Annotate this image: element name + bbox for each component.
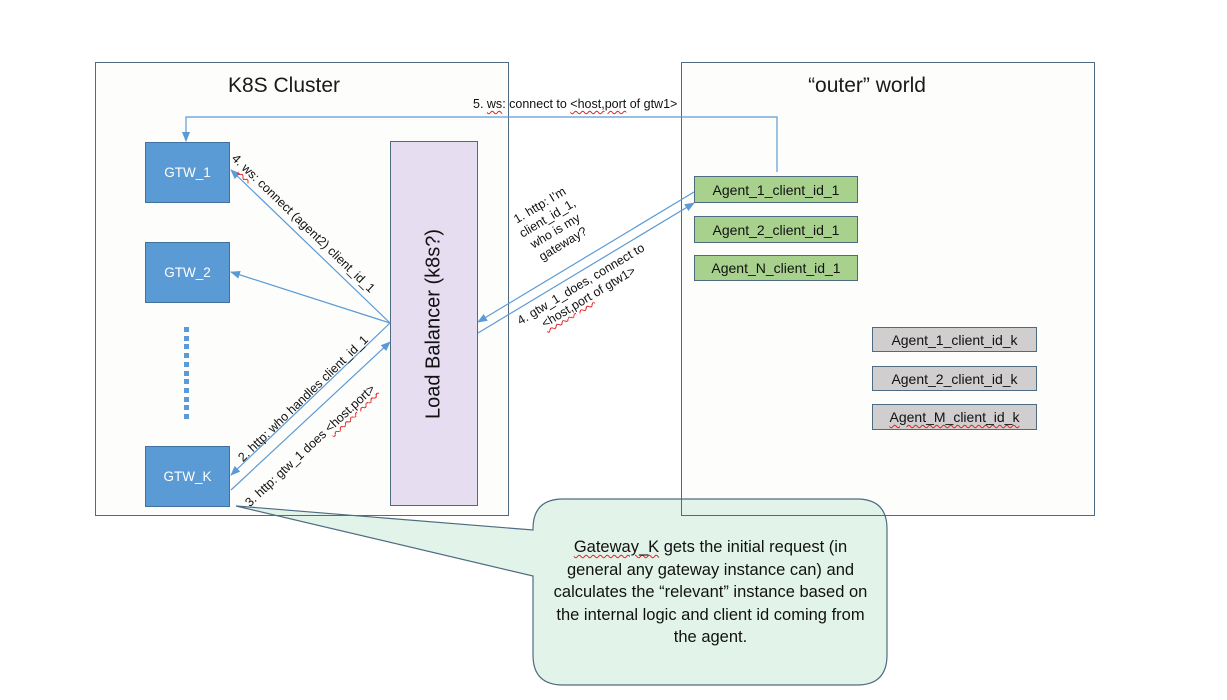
agent-label: Agent_M_client_id_k	[889, 409, 1020, 425]
ellipsis-dot	[184, 396, 189, 402]
gateway-label: GTW_K	[163, 469, 212, 484]
outer-world-background	[682, 62, 1094, 515]
gateway-label: GTW_2	[164, 265, 211, 280]
arrow-step4-internal	[230, 169, 391, 324]
k8s-cluster-region	[95, 62, 509, 516]
agent-client-id-k[interactable]: Agent_1_client_id_k	[872, 327, 1037, 352]
gateway-gtw-1[interactable]: GTW_1	[145, 142, 230, 203]
gateway-gtw-2[interactable]: GTW_2	[145, 242, 230, 303]
ellipsis-dot	[184, 353, 189, 359]
ellipsis-dot	[184, 387, 189, 393]
ellipsis-dot	[184, 327, 189, 332]
agent-client-id-k[interactable]: Agent_M_client_id_k	[872, 404, 1037, 430]
outer-world-title: “outer” world	[808, 74, 926, 97]
agent-client-id-k[interactable]: Agent_2_client_id_k	[872, 366, 1037, 391]
arrow-step2	[230, 322, 391, 476]
agent-client-id-1[interactable]: Agent_N_client_id_1	[694, 255, 858, 281]
arrow-step5	[182, 116, 778, 172]
agent-label: Agent_1_client_id_1	[712, 181, 840, 198]
arrow-step4-external	[477, 202, 695, 334]
callout-gateway-name: Gateway_K	[573, 538, 660, 556]
agent-label: Agent_2_client_id_1	[712, 221, 840, 238]
gateway-gtw-k[interactable]: GTW_K	[145, 446, 230, 507]
ellipsis-dot	[184, 361, 189, 367]
agent-client-id-1[interactable]: Agent_1_client_id_1	[694, 176, 858, 203]
ellipsis-dot	[184, 414, 189, 419]
ellipsis-dot	[184, 370, 189, 376]
agent-client-id-1[interactable]: Agent_2_client_id_1	[694, 216, 858, 243]
label-step5: 5. ws: connect to <host,port of gtw1>	[473, 97, 678, 111]
arrow-step3	[230, 341, 391, 491]
gateway-label: GTW_1	[164, 165, 211, 180]
ellipsis-dot	[184, 405, 189, 411]
arrow-step1	[477, 191, 695, 323]
outer-world-region	[681, 62, 1095, 516]
load-balancer[interactable]: Load Balancer (k8s?)	[390, 141, 478, 506]
ellipsis-dot	[184, 335, 189, 341]
agent-label: Agent_1_client_id_k	[891, 331, 1018, 348]
arrow-to-gtw2	[230, 270, 391, 324]
ellipsis-dot	[184, 379, 189, 385]
callout-body: gets the initial request (in general any…	[553, 538, 868, 646]
agent-label: Agent_2_client_id_k	[891, 370, 1018, 387]
callout-text: Gateway_K gets the initial request (in g…	[548, 536, 873, 649]
agent-label: Agent_N_client_id_1	[711, 260, 841, 276]
ellipsis-dot	[184, 344, 189, 350]
k8s-cluster-title: K8S Cluster	[227, 74, 341, 97]
